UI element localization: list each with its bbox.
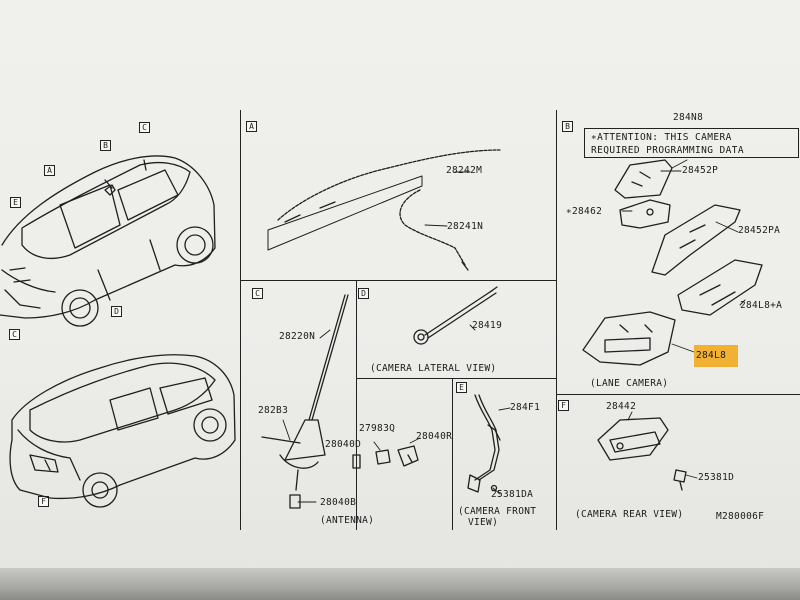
leader-lines bbox=[283, 160, 745, 502]
section-label-e: E bbox=[456, 382, 467, 393]
callout-c-top: C bbox=[139, 122, 150, 133]
divider-c-d bbox=[356, 280, 358, 530]
section-label-a: A bbox=[246, 121, 257, 132]
highlight-284l8 bbox=[694, 345, 738, 367]
section-label-d: D bbox=[358, 288, 369, 299]
harness-28241n bbox=[400, 190, 468, 270]
part-label-284l8: 284L8 bbox=[696, 350, 727, 361]
lateral-camera-assembly bbox=[414, 287, 497, 344]
part-label-28242m: 28242M bbox=[446, 165, 483, 176]
part-label-28462: ∗28462 bbox=[566, 206, 603, 217]
antenna-small-parts bbox=[353, 446, 418, 468]
part-284l8a-shape bbox=[678, 260, 762, 315]
harness-28242m bbox=[268, 150, 500, 250]
section-label-b: B bbox=[562, 121, 573, 132]
part-label-28442: 28442 bbox=[606, 401, 637, 412]
part-28462-shape bbox=[620, 200, 670, 228]
callout-c-side: C bbox=[9, 329, 20, 340]
programming-attention-note: ∗ATTENTION: THIS CAMERA REQUIRED PROGRAM… bbox=[584, 128, 799, 158]
part-label-25381da: 25381DA bbox=[491, 489, 534, 500]
part-label-28040b: 28040B bbox=[320, 497, 357, 508]
section-label-c: C bbox=[252, 288, 263, 299]
divider-d-bottom bbox=[356, 378, 556, 380]
caption-camera-lateral: (CAMERA LATERAL VIEW) bbox=[370, 363, 497, 374]
rear-vehicle-illustration bbox=[10, 355, 235, 507]
rear-camera-assembly bbox=[598, 418, 686, 490]
part-28452pa-shape bbox=[652, 205, 740, 275]
divider-a-bottom bbox=[240, 280, 556, 282]
part-label-282b3: 282B3 bbox=[258, 405, 289, 416]
part-label-28241n: 28241N bbox=[447, 221, 484, 232]
callout-b: B bbox=[100, 140, 111, 151]
section-label-f: F bbox=[558, 400, 569, 411]
divider-left bbox=[240, 110, 242, 530]
attention-line-2: REQUIRED PROGRAMMING DATA bbox=[591, 145, 744, 156]
caption-camera-front-1: (CAMERA FRONT bbox=[458, 506, 537, 517]
divider-d-e bbox=[452, 378, 454, 530]
callout-a: A bbox=[44, 165, 55, 176]
part-label-28419: 28419 bbox=[472, 320, 503, 331]
callout-e: E bbox=[10, 197, 21, 208]
part-28452p-shape bbox=[615, 160, 672, 198]
part-label-28452p: 28452P bbox=[682, 165, 719, 176]
callout-d: D bbox=[111, 306, 122, 317]
part-284l8-camera-shape bbox=[583, 312, 675, 365]
divider-b-bottom bbox=[556, 394, 800, 396]
part-label-28040r: 28040R bbox=[416, 431, 453, 442]
part-label-284l8a: 284L8+A bbox=[740, 300, 783, 311]
part-label-27983q: 27983Q bbox=[359, 423, 396, 434]
part-label-25381d: 25381D bbox=[698, 472, 735, 483]
caption-antenna: (ANTENNA) bbox=[320, 515, 375, 526]
part-label-28220n: 28220N bbox=[279, 331, 316, 342]
part-label-284f1: 284F1 bbox=[510, 402, 541, 413]
drawing-number: M280006F bbox=[716, 511, 765, 522]
part-label-28040d: 28040D bbox=[325, 439, 362, 450]
front-camera-assembly bbox=[468, 395, 500, 492]
antenna-assembly bbox=[262, 295, 348, 508]
part-label-28452pa: 28452PA bbox=[738, 225, 781, 236]
front-vehicle-illustration bbox=[0, 156, 215, 326]
caption-camera-front-2: VIEW) bbox=[468, 517, 499, 528]
caption-lane-camera: (LANE CAMERA) bbox=[590, 378, 669, 389]
part-label-284n8: 284N8 bbox=[673, 112, 704, 123]
monitor-bezel bbox=[0, 568, 800, 600]
caption-camera-rear: (CAMERA REAR VIEW) bbox=[575, 509, 684, 520]
divider-right bbox=[556, 110, 558, 530]
attention-line-1: ∗ATTENTION: THIS CAMERA bbox=[591, 132, 732, 143]
